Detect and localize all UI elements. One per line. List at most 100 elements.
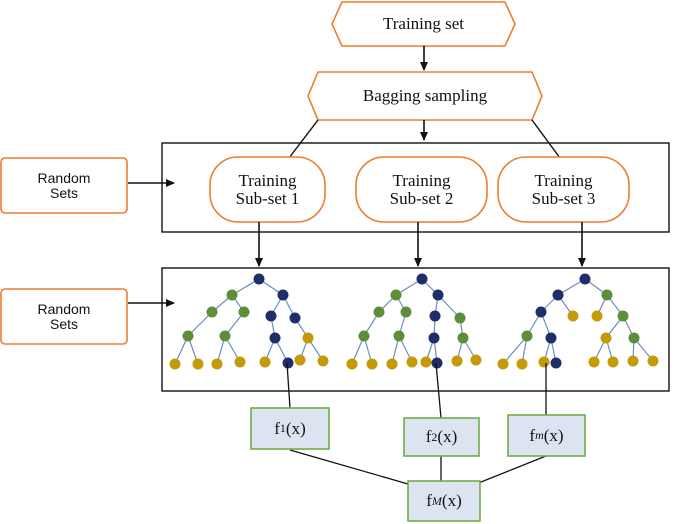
fm-sub: m [535,428,544,443]
tree3-node [600,332,612,344]
decision-tree-1 [169,273,329,370]
f1-box [250,407,330,450]
training-set-shape [331,1,516,47]
tree2-node [358,330,370,342]
tree1-node [277,289,289,301]
subset-1-shape [209,156,326,223]
tree-2-to-f2-line [435,362,442,419]
random-sets-box-1 [0,157,128,214]
tree3-node [550,357,562,369]
bagging-to-subset-3-line [531,119,561,159]
tree3-node [552,289,564,301]
random-sets-1-label: Random Sets [1,158,127,213]
final-sub: M [431,493,442,508]
subset-3-label: Training Sub-set 3 [498,157,629,222]
tree2-node [386,358,398,370]
fm-base: f [529,425,536,445]
tree2-node [366,358,378,370]
tree3-node [628,332,640,344]
tree2-node [457,332,469,344]
tree1-node [234,356,246,368]
tree3-node [567,310,579,322]
random-sets-container-1 [161,142,670,233]
tree1-node [269,332,281,344]
tree2-node [346,358,358,370]
f1-base: f [274,418,280,438]
fm-to-final-line [475,455,547,485]
tree1-node [182,330,194,342]
tree2-node [420,356,432,368]
subset-2-line2: Sub-set 2 [389,188,454,208]
random-sets-1-line2: Sets [49,184,78,201]
tree2-node [431,357,443,369]
f2-base: f [425,427,432,447]
tree1-node [253,273,265,285]
tree3-node [588,356,600,368]
subset-1-line2: Sub-set 1 [235,188,300,208]
subset-2-shape [355,156,488,223]
tree1-node [259,356,271,368]
tree3-node [617,310,629,322]
subset-1-label: Training Sub-set 1 [210,157,325,222]
tree3-node [591,310,603,322]
tree2-node [406,356,418,368]
tree3-node [601,289,613,301]
decision-tree-3 [497,273,659,370]
tree3-edge [502,335,528,365]
training-set-label: Training set [382,14,465,34]
subset-3-line1: Training [534,170,593,190]
tree1-node [219,330,231,342]
subset-2-line1: Training [392,170,451,190]
tree2-node [416,273,428,285]
tree1-node [238,306,250,318]
tree2-node [470,354,482,366]
f1-sub: 1 [279,421,286,436]
decision-tree-2 [346,273,482,370]
final-box [407,480,481,522]
f1-arg: (x) [285,418,306,438]
tree-1-to-f1-line [286,362,291,409]
tree1-node [265,310,277,322]
tree1-node [317,355,329,367]
tree3-node [579,273,591,285]
tree1-node [169,358,181,370]
tree3-node [516,358,528,370]
tree2-node [429,310,441,322]
subset-3-shape [497,156,630,223]
final-base: f [426,491,432,511]
tree2-node [432,289,444,301]
tree1-node [282,357,294,369]
final-arg: (x) [441,491,462,511]
tree1-node [289,312,301,324]
random-sets-1-line1: Random [37,169,91,186]
random-sets-2-line2: Sets [49,315,78,332]
tree2-node [390,289,402,301]
random-sets-box-2 [0,288,128,345]
f2-sub: 2 [431,429,438,444]
tree2-node [400,306,412,318]
tree3-node [535,306,547,318]
tree2-node [393,330,405,342]
tree1-node [211,358,223,370]
tree3-node [497,358,509,370]
tree1-node [226,289,238,301]
fm-arg: (x) [543,425,564,445]
tree1-node [192,358,204,370]
tree1-node [294,354,306,366]
tree3-node [521,330,533,342]
tree2-node [454,312,466,324]
tree1-edge [187,311,213,337]
tree2-node [451,355,463,367]
subset-3-line2: Sub-set 3 [531,188,596,208]
random-sets-2-label: Random Sets [1,289,127,344]
random-sets-container-2 [161,267,670,392]
tree2-node [428,332,440,344]
tree3-node [545,332,557,344]
tree3-node [627,355,639,367]
